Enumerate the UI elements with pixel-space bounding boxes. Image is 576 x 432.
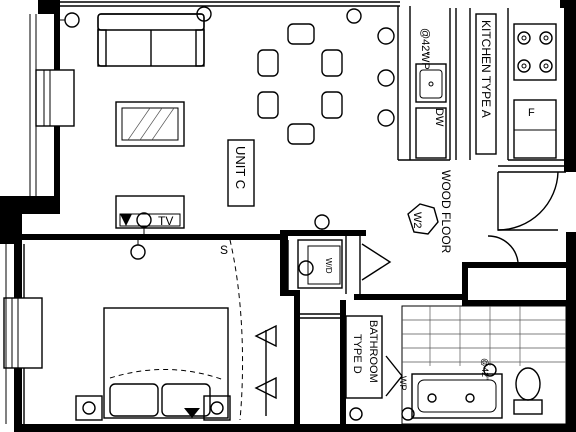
dining-set (257, 23, 343, 145)
bottom-wall (22, 424, 576, 432)
wd-label: W/D (324, 258, 333, 274)
kitchen-counter (397, 6, 471, 161)
bath-label-box (345, 315, 383, 399)
tv-outlet-triangle (120, 214, 132, 226)
kitchen-wp-height: @42" (419, 28, 431, 55)
right-wall-upper (564, 0, 576, 172)
living-window (35, 69, 75, 127)
laundry-door (361, 243, 392, 281)
hall-door (487, 235, 519, 263)
washer-dryer: W/D (297, 239, 343, 289)
refrigerator (513, 99, 557, 159)
unit-label-box (227, 139, 255, 207)
coffee-table (115, 101, 185, 147)
left-wall-jog (0, 196, 60, 214)
floor-label: WOOD FLOOR (439, 170, 453, 254)
light-fixtures (60, 6, 362, 260)
tv-console: TV (115, 195, 185, 234)
bedroom-top-wall (22, 234, 280, 240)
bath-top-wall (354, 294, 464, 300)
bedroom-door-swing (229, 239, 244, 421)
left-wall-corner (0, 214, 22, 244)
bedroom-window (3, 297, 43, 369)
hall-closet-top (462, 262, 566, 268)
bar-stools (377, 27, 395, 127)
fridge-label: F (528, 107, 535, 119)
flooring-tag-hex (407, 203, 439, 235)
toilet (515, 367, 541, 401)
bedroom-right-wall (294, 296, 300, 432)
dishwasher-label: DW (433, 108, 445, 127)
bath-wp: WP (398, 376, 408, 391)
right-wall-lower (566, 232, 576, 432)
kitchen-label-box (475, 13, 497, 155)
unit-label: UNIT C (233, 146, 248, 189)
hall-closet-bottom (462, 300, 566, 306)
sofa (97, 13, 205, 67)
kitchen-wp: WP (419, 52, 431, 70)
tv-label: TV (158, 214, 173, 228)
switch-label: S (220, 243, 228, 257)
closet-top-wall (280, 290, 300, 296)
bath-left-wall (340, 300, 346, 424)
entry-door (497, 171, 559, 231)
vanity (411, 373, 503, 419)
range-cooktop (513, 23, 557, 81)
bedroom-right-wall-upper (280, 230, 288, 294)
bed (75, 307, 231, 421)
bed-outlet-triangle (184, 408, 200, 418)
kitchen-label: KITCHEN TYPE A (479, 20, 493, 118)
bath-label-1: BATHROOM (367, 320, 379, 383)
bathroom: BATHROOM TYPE D WP @42" (345, 305, 567, 425)
kitchen-sink (415, 63, 447, 103)
dishwasher (415, 107, 447, 159)
bath-wp-height: @42" (480, 358, 490, 380)
bath-label-2: TYPE D (351, 334, 363, 374)
windows (3, 14, 75, 424)
flooring-tag: W2 (411, 212, 423, 229)
laundry-top-wall (286, 230, 366, 236)
nightstand-left (75, 395, 103, 421)
nightstand-right (203, 395, 231, 421)
hall-closet-left (462, 262, 468, 302)
wall-outlines (23, 1, 566, 424)
